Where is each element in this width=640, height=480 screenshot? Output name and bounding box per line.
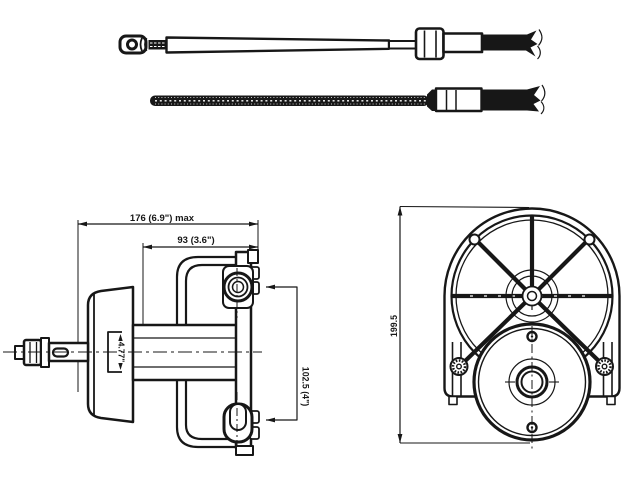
helm-front-view: 199.5 <box>389 205 621 452</box>
dimension-height: 199.5 <box>389 205 530 444</box>
threaded-ferrule <box>148 40 167 50</box>
steering-shaft <box>14 337 90 368</box>
cable-boss-top <box>222 265 254 309</box>
mounting-boss-left <box>449 357 469 376</box>
hex-nut <box>414 27 445 61</box>
dim-label-cable-spacing: 102.5 (4") <box>301 367 311 406</box>
cable-ferrule <box>442 32 484 54</box>
dim-label-shaft: 4.77" <box>117 342 127 363</box>
dim-label-height: 199.5 <box>389 315 399 337</box>
cable-jacket <box>480 86 541 112</box>
mounting-bezel <box>86 285 135 424</box>
dim-label-width-max: 176 (6.9") max <box>130 213 195 224</box>
fitting-barrel <box>434 87 483 113</box>
helm-side-view: 176 (6.9") max 93 (3.6") 102.5 (4") <box>3 213 311 456</box>
dim-label-mount-width: 93 (3.6") <box>177 235 214 246</box>
screw-boss-upper-left <box>468 233 481 246</box>
outer-tube <box>165 36 391 54</box>
cable-jacket <box>481 30 538 57</box>
mounting-boss-right <box>595 357 614 376</box>
dimension-mount-width: 93 (3.6") <box>143 235 258 250</box>
dimension-width-max: 176 (6.9") max <box>78 213 258 227</box>
wheel-hub <box>505 269 559 323</box>
collar <box>427 89 436 111</box>
cable-assembly-bottom <box>150 84 546 115</box>
screw-boss-upper-right <box>583 233 596 246</box>
dimension-shaft: 4.77" <box>107 331 127 373</box>
dimension-cable-spacing: 102.5 (4") <box>266 284 311 423</box>
cable-boss-bottom <box>222 402 254 444</box>
eye-hole <box>126 38 138 51</box>
cable-assembly-top <box>118 27 543 61</box>
